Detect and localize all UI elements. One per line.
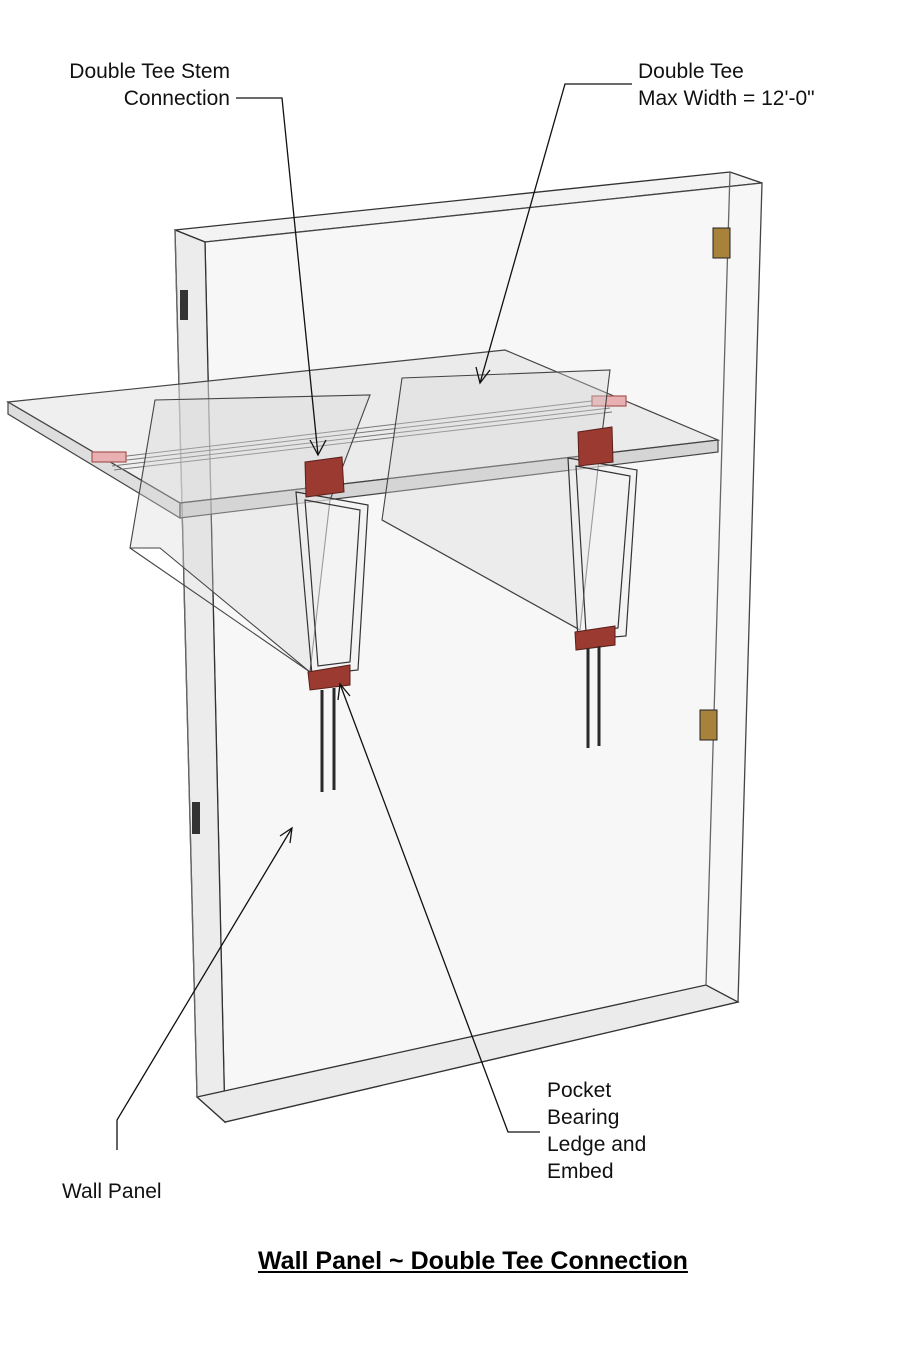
embed-plates xyxy=(304,426,616,691)
label-line: Ledge and xyxy=(547,1133,647,1156)
label-line: Connection xyxy=(123,87,230,110)
label-line: Pocket xyxy=(547,1079,612,1102)
label-wall-panel: Wall Panel xyxy=(62,1180,162,1203)
panel-connectors xyxy=(180,227,731,834)
label-pocket-bearing: Pocket Bearing Ledge and Embed xyxy=(547,1077,646,1185)
label-double-tee: Double Tee Max Width = 12'-0" xyxy=(638,58,815,112)
pocket-left xyxy=(295,491,369,676)
leader-lines xyxy=(116,83,632,1150)
label-line: Bearing xyxy=(547,1106,620,1129)
label-line: Double Tee xyxy=(638,60,744,83)
label-line: Max Width = 12'-0" xyxy=(638,87,815,110)
label-line: Double Tee Stem xyxy=(69,60,230,83)
pocket-right xyxy=(567,457,638,641)
wall-panel xyxy=(174,171,763,1124)
label-stem-connection: Double Tee Stem Connection xyxy=(40,58,230,112)
diagram-title: Wall Panel ~ Double Tee Connection xyxy=(258,1247,688,1275)
label-line: Embed xyxy=(547,1160,614,1183)
